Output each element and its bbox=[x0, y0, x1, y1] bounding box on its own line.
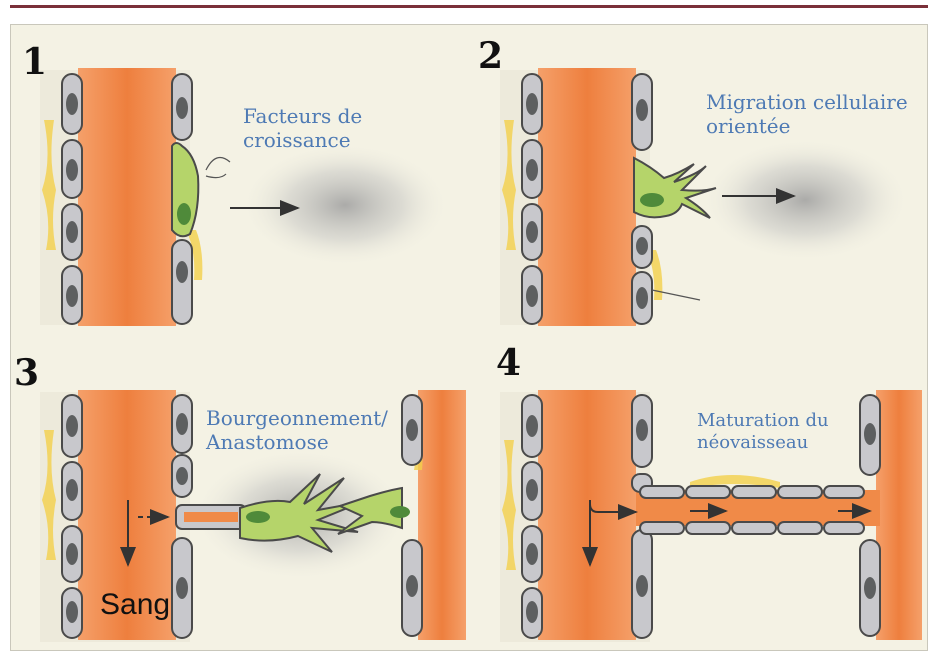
blood-vessel bbox=[78, 68, 176, 326]
panel-number-4: 4 bbox=[496, 345, 521, 381]
panel-number-3: 3 bbox=[14, 355, 39, 391]
blood-vessel bbox=[538, 390, 636, 640]
panel-2-label-line1: Migration cellulaire bbox=[706, 90, 908, 114]
panel-4-label-line2: néovaisseau bbox=[697, 432, 829, 454]
panel-4-label-line1: Maturation du bbox=[697, 410, 829, 432]
panel-2-label-line2: orientée bbox=[706, 114, 908, 138]
panel-3-label-line2: Anastomose bbox=[206, 430, 388, 454]
panel-number-2: 2 bbox=[478, 38, 503, 74]
panel-3-label-line1: Bourgeonnement/ bbox=[206, 406, 388, 430]
panel-1-label-line2: croissance bbox=[243, 128, 362, 152]
growth-factor-gradient bbox=[240, 143, 450, 267]
panel-1-label: Facteurs de croissance bbox=[243, 104, 362, 152]
panel-4-label: Maturation du néovaisseau bbox=[697, 410, 829, 453]
blood-label: Sang bbox=[100, 590, 170, 620]
panel-1-label-line1: Facteurs de bbox=[243, 104, 362, 128]
panel-3-label: Bourgeonnement/ Anastomose bbox=[206, 406, 388, 454]
blood-vessel bbox=[538, 68, 636, 326]
panel-2-label: Migration cellulaire orientée bbox=[706, 90, 908, 138]
panel-number-1: 1 bbox=[22, 44, 47, 80]
